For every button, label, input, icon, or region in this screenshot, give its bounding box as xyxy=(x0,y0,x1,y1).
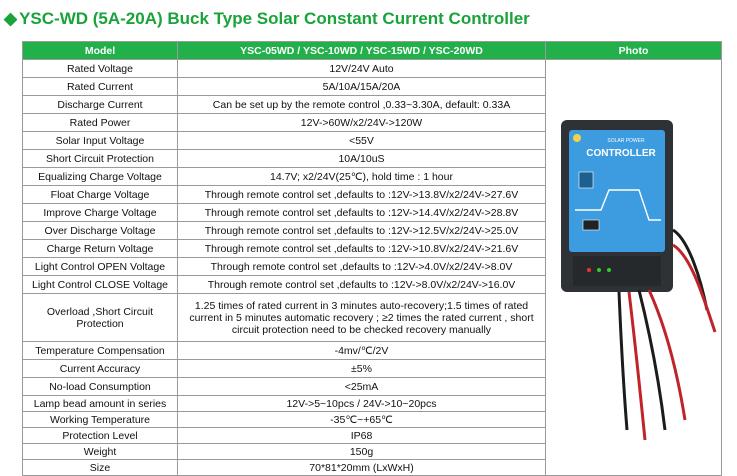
param-name: Weight xyxy=(22,443,178,460)
param-name: Solar Input Voltage xyxy=(22,131,178,150)
param-value: Through remote control set ,defaults to … xyxy=(177,257,546,276)
param-name: Rated Power xyxy=(22,113,178,132)
param-value: 12V->5~10pcs / 24V->10~20pcs xyxy=(177,395,546,412)
param-value: 14.7V; x2/24V(25℃), hold time : 1 hour xyxy=(177,167,546,186)
param-name: Charge Return Voltage xyxy=(22,239,178,258)
param-value: Through remote control set ,defaults to … xyxy=(177,185,546,204)
param-value: Through remote control set ,defaults to … xyxy=(177,239,546,258)
brand-logo xyxy=(573,134,581,142)
param-name: No-load Consumption xyxy=(22,377,178,396)
param-value: <55V xyxy=(177,131,546,150)
param-name: Light Control CLOSE Voltage xyxy=(22,275,178,294)
param-name: Light Control OPEN Voltage xyxy=(22,257,178,276)
param-value: IP68 xyxy=(177,427,546,444)
param-value: Through remote control set ,defaults to … xyxy=(177,275,546,294)
param-value: ±5% xyxy=(177,359,546,378)
wire-black-1 xyxy=(617,291,629,431)
param-name: Rated Voltage xyxy=(22,59,178,78)
solar-panel-icon xyxy=(578,171,594,189)
page-title: ◆YSC-WD (5A-20A) Buck Type Solar Constan… xyxy=(4,6,530,32)
param-name: Working Temperature xyxy=(22,411,178,428)
wire-red-2 xyxy=(647,289,687,421)
wire-red-1 xyxy=(627,291,647,441)
table-row: Current Accuracy±5% xyxy=(22,359,722,378)
header-row: Model YSC-05WD / YSC-10WD / YSC-15WD / Y… xyxy=(22,41,722,60)
param-value: Through remote control set ,defaults to … xyxy=(177,221,546,240)
header-model: Model xyxy=(22,41,178,60)
status-led-icon xyxy=(587,268,591,272)
param-name: Overload ,Short Circuit Protection xyxy=(22,293,178,342)
wire-red-3 xyxy=(672,243,717,333)
param-value: 12V->60W/x2/24V->120W xyxy=(177,113,546,132)
status-led-icon xyxy=(597,268,601,272)
controller-image: SOLAR POWER CONTROLLER xyxy=(561,120,717,441)
param-value: 5A/10A/15A/20A xyxy=(177,77,546,96)
param-name: Size xyxy=(22,459,178,476)
table-row: Rated Voltage 12V/24V Auto SOLAR POWER C… xyxy=(22,59,722,476)
param-name: Protection Level xyxy=(22,427,178,444)
param-value: 1.25 times of rated current in 3 minutes… xyxy=(177,293,546,342)
header-photo: Photo xyxy=(545,41,722,60)
status-led-icon xyxy=(607,268,611,272)
param-value: <25mA xyxy=(177,377,546,396)
wire-black-2 xyxy=(637,289,667,431)
param-value: 70*81*20mm (LxWxH) xyxy=(177,459,546,476)
param-name: Equalizing Charge Voltage xyxy=(22,167,178,186)
param-name: Lamp bead amount in series xyxy=(22,395,178,412)
photo-cell: SOLAR POWER CONTROLLER xyxy=(545,59,722,476)
param-name: Over Discharge Voltage xyxy=(22,221,178,240)
panel-diagram xyxy=(575,189,661,221)
panel-label-large: CONTROLLER xyxy=(586,148,656,159)
spec-table: Model YSC-05WD / YSC-10WD / YSC-15WD / Y… xyxy=(22,41,722,476)
param-value: 10A/10uS xyxy=(177,149,546,168)
param-name: Discharge Current xyxy=(22,95,178,114)
param-value: Through remote control set ,defaults to … xyxy=(177,203,546,222)
panel-label-small: SOLAR POWER xyxy=(607,138,645,144)
header-spec: YSC-05WD / YSC-10WD / YSC-15WD / YSC-20W… xyxy=(177,41,546,60)
title-text: YSC-WD (5A-20A) Buck Type Solar Constant… xyxy=(19,9,530,28)
title-marker: ◆ xyxy=(4,9,18,28)
battery-icon xyxy=(582,219,600,231)
param-name: Float Charge Voltage xyxy=(22,185,178,204)
controller-base xyxy=(573,256,661,286)
param-name: Short Circuit Protection xyxy=(22,149,178,168)
param-name: Current Accuracy xyxy=(22,359,178,378)
param-value: -4mv/℃/2V xyxy=(177,341,546,360)
param-value: 150g xyxy=(177,443,546,460)
product-photo: SOLAR POWER CONTROLLER xyxy=(549,60,718,475)
param-value: Can be set up by the remote control ,0.3… xyxy=(177,95,546,114)
table-row: Working Temperature-35℃~+65℃ xyxy=(22,411,722,428)
param-value: 12V/24V Auto xyxy=(177,59,546,78)
table-row: No-load Consumption<25mA xyxy=(22,377,722,396)
param-name: Temperature Compensation xyxy=(22,341,178,360)
param-name: Improve Charge Voltage xyxy=(22,203,178,222)
param-name: Rated Current xyxy=(22,77,178,96)
param-value: -35℃~+65℃ xyxy=(177,411,546,428)
